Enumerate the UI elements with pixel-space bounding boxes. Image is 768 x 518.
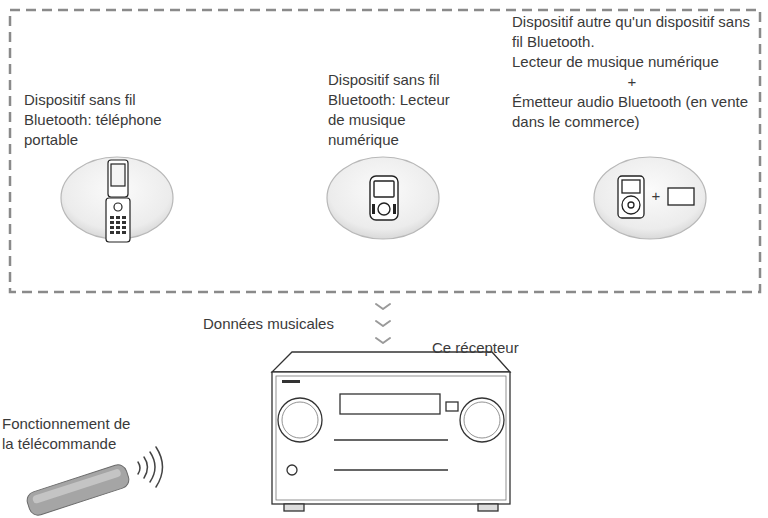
remote-control-illustration [25, 463, 131, 518]
infrared-waves [138, 447, 163, 487]
portable-player-icon [628, 202, 634, 208]
infrared-waves [144, 457, 148, 478]
mobile-phone-icon [116, 216, 120, 219]
device-description: Émetteur audio Bluetooth (en vente dans … [512, 92, 752, 132]
plus-sign: + [650, 186, 662, 206]
device-description: Dispositif sans fil Bluetooth: Lecteur d… [328, 70, 468, 150]
infrared-waves [138, 462, 140, 474]
mobile-phone-icon [110, 221, 114, 224]
receiver-illustration [334, 469, 448, 470]
oval-shape [327, 157, 439, 239]
music-player-icon [393, 204, 396, 214]
dashed-group-border [10, 10, 760, 292]
bluetooth-transmitter-icon [668, 188, 694, 205]
mobile-phone-icon [111, 164, 125, 186]
receiver-illustration [287, 465, 297, 475]
mobile-phone-icon [116, 231, 120, 234]
portable-player-icon [618, 176, 644, 218]
music-player-icon [374, 181, 394, 197]
receiver-illustration [334, 439, 448, 440]
device-description: Dispositif sans fil Bluetooth: téléphone… [24, 90, 164, 150]
device-description: Dispositif autre qu'un dispositif sans f… [512, 12, 752, 52]
music-player-icon [378, 203, 390, 215]
receiver-illustration [460, 398, 504, 442]
data-flow-chevrons [376, 304, 390, 309]
remote-control-illustration [25, 463, 131, 518]
infrared-waves [156, 447, 163, 487]
receiver-illustration [278, 398, 322, 442]
mobile-phone-icon [106, 160, 130, 242]
device-caption: Dispositif sans fil Bluetooth: Lecteur d… [328, 70, 468, 150]
receiver-illustration [340, 394, 440, 414]
infrared-waves [150, 452, 155, 482]
music-player-icon [372, 204, 375, 214]
oval-shape [594, 157, 706, 239]
receiver-illustration [282, 380, 300, 383]
mobile-phone-icon [122, 216, 126, 219]
mobile-phone-icon [110, 231, 114, 234]
receiver-illustration [446, 402, 458, 411]
music-player-icon [370, 176, 398, 220]
dashed-group-border [10, 10, 760, 292]
remote-control-illustration [25, 463, 131, 518]
receiver-illustration [464, 402, 500, 438]
data-flow-chevrons [376, 304, 390, 343]
music-player-icon [370, 176, 398, 220]
device-caption: Dispositif autre qu'un dispositif sans f… [512, 12, 752, 132]
mobile-phone-icon [110, 216, 114, 219]
mobile-phone-icon [114, 203, 122, 211]
device-description: Lecteur de musique numérique [512, 52, 752, 72]
mobile-phone-icon [122, 221, 126, 224]
remote-control-illustration [32, 468, 122, 504]
receiver-illustration [272, 352, 510, 511]
mobile-phone-icon [122, 231, 126, 234]
device-caption: Dispositif sans fil Bluetooth: téléphone… [24, 90, 164, 150]
annotation-text: Ce récepteur [432, 338, 582, 358]
portable-player-icon [622, 196, 640, 214]
mobile-phone-icon [116, 226, 120, 229]
receiver-illustration [284, 504, 304, 511]
mobile-phone-icon [108, 160, 128, 197]
data-flow-chevrons [376, 338, 390, 343]
annotation-text: Données musicales [203, 314, 373, 334]
data-flow-chevrons [376, 321, 390, 326]
receiver-illustration [478, 504, 498, 511]
portable-player-icon [622, 180, 640, 193]
mobile-phone-icon [116, 221, 120, 224]
mobile-phone-icon [122, 226, 126, 229]
annotation-text: Fonctionnement de la télécommande [2, 414, 137, 454]
mobile-phone-icon [106, 198, 130, 242]
device-description: + [512, 72, 752, 92]
receiver-illustration [282, 402, 318, 438]
bluetooth-transmitter-icon [668, 188, 694, 205]
receiver-illustration [272, 372, 510, 504]
mobile-phone-icon [110, 226, 114, 229]
mobile-phone-icon [110, 216, 126, 234]
receiver-illustration [276, 376, 506, 500]
portable-player-icon [618, 176, 644, 218]
